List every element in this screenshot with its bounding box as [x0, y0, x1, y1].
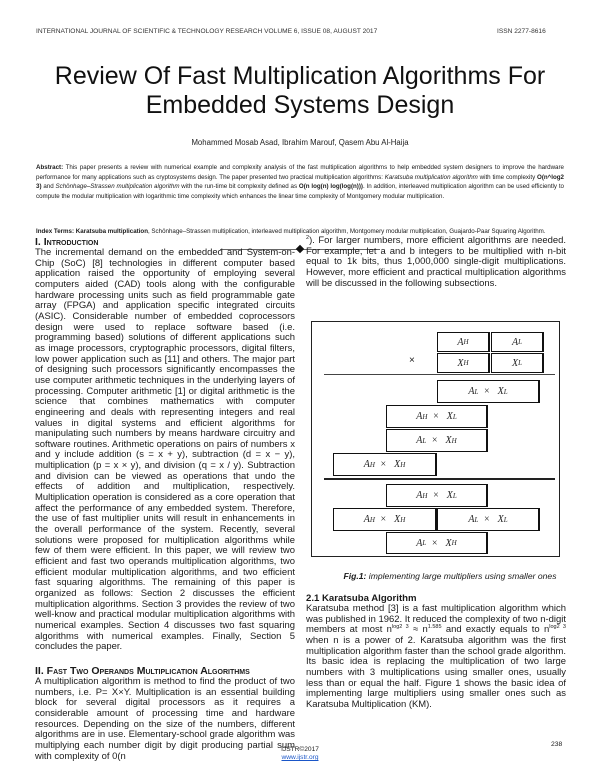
right-column: 2). For larger numbers, more efficient a… [306, 234, 566, 289]
abstract: Abstract: This paper presents a review w… [36, 163, 564, 201]
section-heading-introduction: I. Introduction [35, 236, 99, 248]
caption-label: Fig.1: [343, 571, 367, 581]
section2-text-b: ). For larger numbers, more efficient al… [306, 235, 566, 289]
complexity-karatsuba: O(n^log2 3) [36, 173, 564, 191]
exponent: 1.585 [427, 624, 442, 631]
journal-header: INTERNATIONAL JOURNAL OF SCIENTIFIC & TE… [36, 28, 378, 35]
figure-caption: Fig.1: implementing large multipliers us… [300, 571, 600, 581]
abstract-text: and [41, 183, 56, 191]
paper-title: Review Of Fast Multiplication Algorithms… [0, 62, 600, 120]
abstract-label: Abstract: [36, 164, 64, 171]
section-heading-fast-multiplication: II. Fast Two Operands Multiplication Alg… [35, 664, 250, 677]
caption-text: implementing large multipliers using sma… [366, 571, 557, 581]
times-symbol: × [409, 355, 415, 366]
text: when n is a power of 2. Karatsuba algori… [306, 634, 566, 710]
exponent: 2 [306, 234, 310, 241]
abstract-karatsuba: Karatsuba multiplication algorithm [384, 173, 478, 181]
subsection-heading: 2.1 Karatsuba Algorithm [306, 593, 417, 604]
section2-text: A multiplication algorithm is method to … [35, 675, 295, 762]
journal-link[interactable]: www.ijstr.org [281, 754, 319, 761]
abstract-text: This paper presents a review with numeri… [36, 164, 564, 181]
title-line-2: Embedded Systems Design [145, 91, 455, 119]
abstract-schonhage: Schönhage–Strassen multiplication algori… [55, 183, 180, 191]
section2-text-continued: 2). For larger numbers, more efficient a… [306, 234, 566, 289]
subsection-karatsuba: 2.1 Karatsuba Algorithm Karatsuba method… [306, 593, 566, 711]
complexity-schonhage: O(n log(n) log(log(n))) [298, 183, 363, 191]
page-number: 238 [551, 741, 563, 748]
text: and exactly equals to n [441, 624, 550, 636]
abstract-text: . In addition, interleaved multiplicatio… [36, 183, 564, 200]
copyright: IJSTR©2017 [281, 746, 319, 753]
separator-diamond [295, 244, 305, 254]
left-column: I. Introduction The incremental demand o… [35, 236, 295, 762]
abstract-text: with the run-time bit complexity defined… [179, 183, 299, 191]
exponent: log2 3 [391, 624, 409, 631]
section2-text-a: A multiplication algorithm is method to … [35, 675, 295, 762]
issn: ISSN 2277-8616 [497, 28, 546, 35]
index-terms-label: Index Terms: [36, 228, 75, 235]
text: Karatsuba method [3] is a fast multiplic… [306, 603, 566, 636]
divider-line [324, 374, 555, 375]
footer: IJSTR©2017 www.ijstr.org [0, 746, 600, 762]
index-terms: Index Terms: Karatsuba multiplication, S… [36, 227, 564, 237]
index-terms-bold: Karatsuba multiplication [74, 228, 148, 235]
exponent: log2 3 [549, 624, 566, 631]
text: ≈ n [408, 624, 428, 636]
abstract-text: with time complexity [477, 173, 537, 181]
title-line-1: Review Of Fast Multiplication Algorithms… [54, 62, 546, 90]
divider-line [324, 478, 555, 480]
authors: Mohammed Mosab Asad, Ibrahim Marouf, Qas… [191, 138, 409, 147]
karatsuba-text: Karatsuba method [3] is a fast multiplic… [306, 603, 566, 711]
introduction-text: The incremental demand on the embedded a… [35, 247, 295, 653]
index-terms-text: , Schönhage–Strassen multiplication, int… [147, 228, 546, 235]
